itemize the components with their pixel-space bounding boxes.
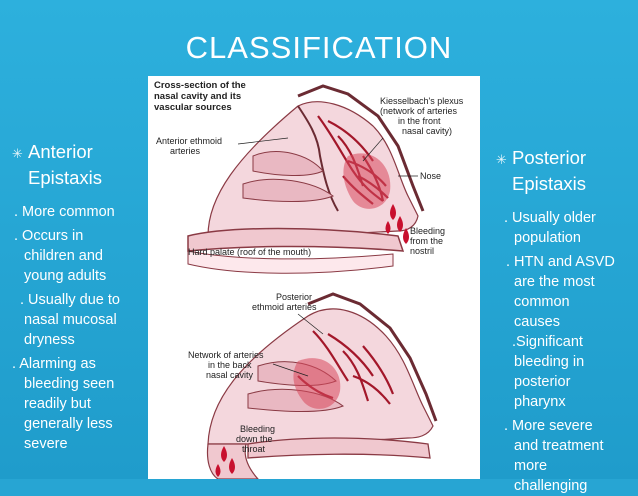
top-cross-section: Cross-section of the nasal cavity and it… <box>154 80 466 274</box>
label-network-back: in the back <box>208 360 252 370</box>
list-item: more <box>514 458 548 474</box>
list-item: dryness <box>24 332 75 348</box>
list-item: causes <box>514 314 560 330</box>
list-item: pharynx <box>514 394 566 410</box>
list-item: population <box>514 230 581 246</box>
list-item: .Significant <box>512 334 583 350</box>
list-item: bleeding in <box>514 354 585 370</box>
list-item: . Alarming as <box>12 356 96 372</box>
label-bleeding-nostril: Bleeding <box>410 226 445 236</box>
list-item: nasal mucosal <box>24 312 117 328</box>
list-item: and treatment <box>514 438 604 454</box>
label-bleeding-nostril: nostril <box>410 246 434 256</box>
label-nose: Nose <box>420 171 441 181</box>
label-bleeding-throat: throat <box>242 444 266 454</box>
label-posterior-ethmoid: Posterior <box>276 292 312 302</box>
posterior-heading-line-2: Epistaxis <box>512 173 587 194</box>
list-item: posterior <box>514 374 571 390</box>
posterior-heading-line-1: Posterior <box>512 147 587 168</box>
list-item: bleeding seen <box>24 376 115 392</box>
list-item: are the most <box>514 274 595 290</box>
label-bleeding-throat: Bleeding <box>240 424 275 434</box>
svg-text:Bleeding down the: Bleeding down the throat <box>236 424 278 454</box>
slide-title: CLASSIFICATION <box>185 30 453 65</box>
list-item: children and <box>24 248 103 264</box>
nasal-anatomy-illustration: Cross-section of the nasal cavity and it… <box>154 80 466 479</box>
anterior-heading-line-2: Epistaxis <box>28 167 103 188</box>
anterior-heading: ✳ Anterior Epistaxis <box>12 140 147 190</box>
list-item: young adults <box>24 268 107 284</box>
asterisk-bullet-icon: ✳ <box>496 152 507 167</box>
label-anterior-ethmoid: arteries <box>170 146 201 156</box>
figure-title-line: Cross-section of the <box>154 80 246 91</box>
list-item: common <box>514 294 570 310</box>
blood-drops-nostril <box>385 204 409 244</box>
label-kiesselbach: nasal cavity) <box>402 126 452 136</box>
list-item: . More severe <box>504 418 593 434</box>
asterisk-bullet-icon: ✳ <box>12 146 23 161</box>
list-item: . HTN and ASVD <box>506 254 615 270</box>
list-item: readily but <box>24 396 91 412</box>
label-kiesselbach: Kiesselbach's plexus <box>380 96 464 106</box>
label-anterior-ethmoid: Anterior ethmoid <box>156 136 222 146</box>
posterior-epistaxis-column: ✳ Posterior Epistaxis . Usually older pop… <box>496 146 636 496</box>
svg-text:Kiesselbach's plexus (: Kiesselbach's plexus (network of arterie… <box>380 96 466 136</box>
posterior-heading: ✳ Posterior Epistaxis <box>496 146 636 196</box>
label-hard-palate: Hard palate (roof of the mouth) <box>188 247 311 257</box>
list-item: . Occurs in <box>14 228 84 244</box>
svg-text:Posterior ethmoid arte: Posterior ethmoid arteries <box>252 292 317 312</box>
label-bleeding-throat: down the <box>236 434 273 444</box>
label-network-back: Network of arteries <box>188 350 264 360</box>
figure-title-line: nasal cavity and its <box>154 91 241 102</box>
svg-text:Anterior ethmoid arter: Anterior ethmoid arteries <box>156 136 225 156</box>
label-kiesselbach: (network of arteries <box>380 106 458 116</box>
list-item: challenging <box>514 478 588 494</box>
svg-text:Cross-section of the n: Cross-section of the nasal cavity and it… <box>154 80 249 113</box>
svg-text:Bleeding from the: Bleeding from the nostril <box>410 226 448 256</box>
list-item: generally less <box>24 416 113 432</box>
label-kiesselbach: in the front <box>398 116 441 126</box>
anterior-epistaxis-column: ✳ Anterior Epistaxis . More common . Occu… <box>12 140 147 454</box>
figure-title-line: vascular sources <box>154 102 232 113</box>
label-bleeding-nostril: from the <box>410 236 443 246</box>
blood-drops-throat <box>215 446 235 477</box>
nasal-cavity-figure: Cross-section of the nasal cavity and it… <box>148 76 480 479</box>
label-posterior-ethmoid: ethmoid arteries <box>252 302 317 312</box>
list-item: . Usually due to <box>20 292 120 308</box>
list-item: . Usually older <box>504 210 596 226</box>
list-item: severe <box>24 436 68 452</box>
list-item: . More common <box>14 204 115 220</box>
label-network-back: nasal cavity <box>206 370 254 380</box>
anterior-heading-line-1: Anterior <box>28 141 93 162</box>
svg-text:Network of arteries in: Network of arteries in the back nasal ca… <box>188 350 266 380</box>
bottom-cross-section: Posterior ethmoid arteries Network of ar… <box>188 292 438 479</box>
